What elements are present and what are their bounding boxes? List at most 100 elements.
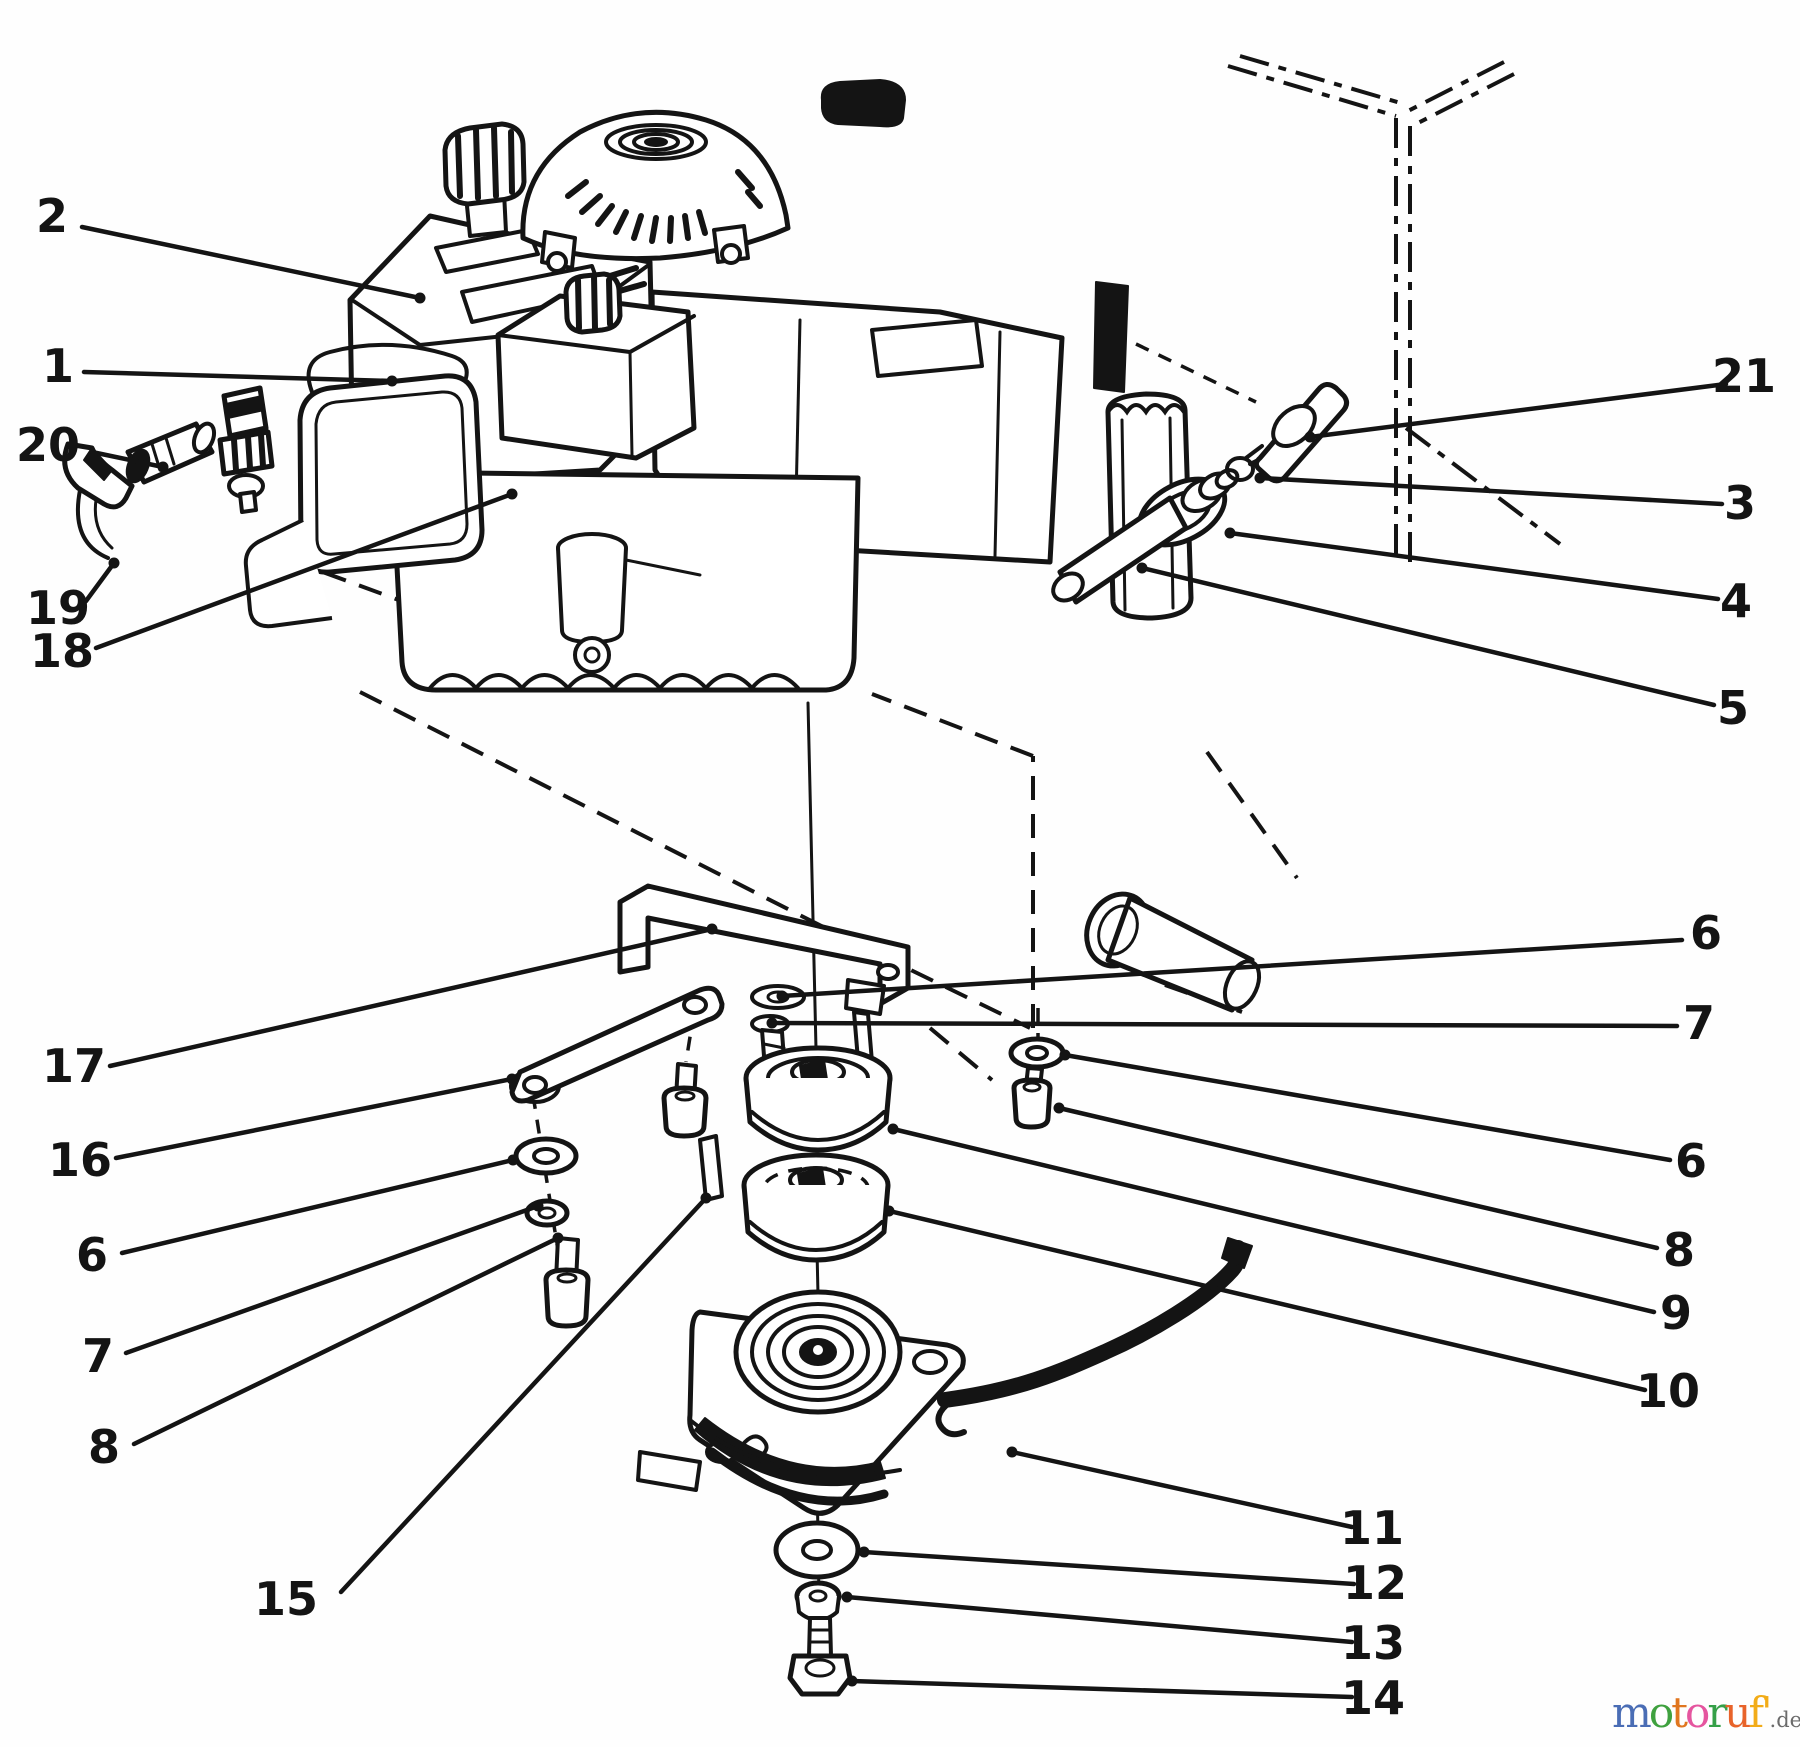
electric-clutch-11	[636, 1237, 1253, 1516]
leader-dot	[1053, 1102, 1065, 1114]
part-number: 12	[1343, 1556, 1407, 1610]
callout-19: 19	[26, 557, 120, 635]
leader-dot	[552, 1232, 564, 1244]
leader-line	[89, 449, 166, 470]
watermark-logo: motoruf'.de	[1612, 1692, 1800, 1734]
part-number: 8	[88, 1420, 120, 1474]
leader-dot	[506, 1073, 518, 1085]
callout-9: 9	[887, 1123, 1692, 1340]
leader-line	[1056, 1105, 1660, 1251]
leader-dot	[506, 488, 518, 500]
watermark-letter: t	[1671, 1688, 1688, 1737]
part-number: 19	[26, 581, 90, 635]
leader-line	[861, 1549, 1357, 1587]
part-number: 13	[1341, 1616, 1405, 1670]
leader-dot	[1224, 527, 1236, 539]
leader-dot	[1304, 431, 1316, 443]
leader-dot	[887, 1123, 899, 1135]
leader-line	[769, 1020, 1680, 1029]
exhaust-pipe	[1057, 495, 1189, 605]
spark-plug-boot	[820, 79, 906, 128]
clutch-wire	[935, 1237, 1253, 1438]
fuel-hose	[1135, 342, 1350, 484]
callout-15: 15	[254, 1192, 712, 1626]
callout-4: 4	[1224, 527, 1752, 628]
pulley-upper-9	[743, 1045, 893, 1153]
callout-6: 6	[76, 1154, 519, 1282]
part-number: 5	[1717, 681, 1749, 735]
watermark-letter: u	[1724, 1688, 1751, 1737]
leader-line	[338, 1195, 709, 1595]
leader-dot	[846, 1675, 858, 1687]
leader-dot	[706, 923, 718, 935]
leader-line	[1227, 530, 1721, 602]
leader-line	[1257, 475, 1725, 507]
exhaust-grommet	[1180, 468, 1240, 514]
fuel-tank	[495, 271, 697, 461]
leader-line	[113, 1076, 515, 1161]
callout-5: 5	[1136, 562, 1749, 735]
callout-21: 21	[1304, 349, 1776, 443]
callout-6: 6	[1059, 1049, 1707, 1188]
strap-hardware-left	[513, 1136, 591, 1329]
leader-dot	[883, 1205, 895, 1217]
callout-17: 17	[42, 923, 718, 1093]
lock-nut-13	[794, 1580, 842, 1622]
part-number: 8	[1663, 1223, 1695, 1277]
part-number: 7	[1683, 996, 1715, 1050]
watermark-suffix: .de	[1769, 1708, 1800, 1732]
part-number: 6	[1675, 1134, 1707, 1188]
part-number: 1	[42, 339, 74, 393]
leader-dot	[766, 1017, 778, 1029]
leader-line	[890, 1126, 1657, 1315]
leader-line	[123, 1203, 541, 1356]
callout-12: 12	[858, 1546, 1407, 1610]
callout-18: 18	[30, 488, 518, 678]
leader-dot	[776, 990, 788, 1002]
watermark-letter: m	[1612, 1688, 1652, 1737]
oil-fill-cap	[442, 121, 527, 238]
part-number: 10	[1636, 1364, 1700, 1418]
callout-1: 1	[42, 339, 398, 393]
callout-11: 11	[1006, 1446, 1404, 1555]
leader-dot	[108, 557, 120, 569]
leader-dot	[532, 1200, 544, 1212]
leader-line	[81, 369, 395, 384]
part-number: 7	[82, 1329, 114, 1383]
fuel-fitting-assembly	[62, 385, 275, 560]
pulley-lower-10	[741, 1152, 891, 1263]
callout-3: 3	[1254, 472, 1756, 530]
part-number: 2	[36, 189, 68, 243]
callout-7: 7	[82, 1200, 544, 1383]
carburetor-fuel-pump	[556, 532, 702, 674]
muffler	[1051, 342, 1350, 621]
callout-13: 13	[841, 1591, 1405, 1670]
part-number: 11	[1340, 1501, 1404, 1555]
part-number: 20	[16, 418, 80, 472]
leader-line	[1009, 1449, 1355, 1530]
leader-line	[107, 926, 715, 1069]
leader-line	[83, 560, 117, 604]
watermark-letter: r	[1707, 1688, 1727, 1737]
part-number: 21	[1712, 349, 1776, 403]
leader-line	[779, 937, 1685, 999]
leader-line	[849, 1678, 1355, 1700]
engine-label-plate	[434, 228, 540, 274]
blower-housing	[520, 109, 791, 273]
leader-line	[79, 224, 423, 301]
leader-dot	[157, 461, 169, 473]
fuel-cap	[563, 271, 623, 335]
engine-assembly	[243, 79, 1350, 693]
leader-dot	[507, 1154, 519, 1166]
leader-line	[844, 1594, 1355, 1645]
leader-dot	[1059, 1049, 1071, 1061]
callout-10: 10	[883, 1205, 1700, 1418]
part-number: 15	[254, 1572, 318, 1626]
deck-hardware-right	[1008, 1036, 1066, 1130]
leader-line	[119, 1157, 516, 1256]
leader-dot	[1136, 562, 1148, 574]
shaft-key-15	[698, 1134, 724, 1202]
